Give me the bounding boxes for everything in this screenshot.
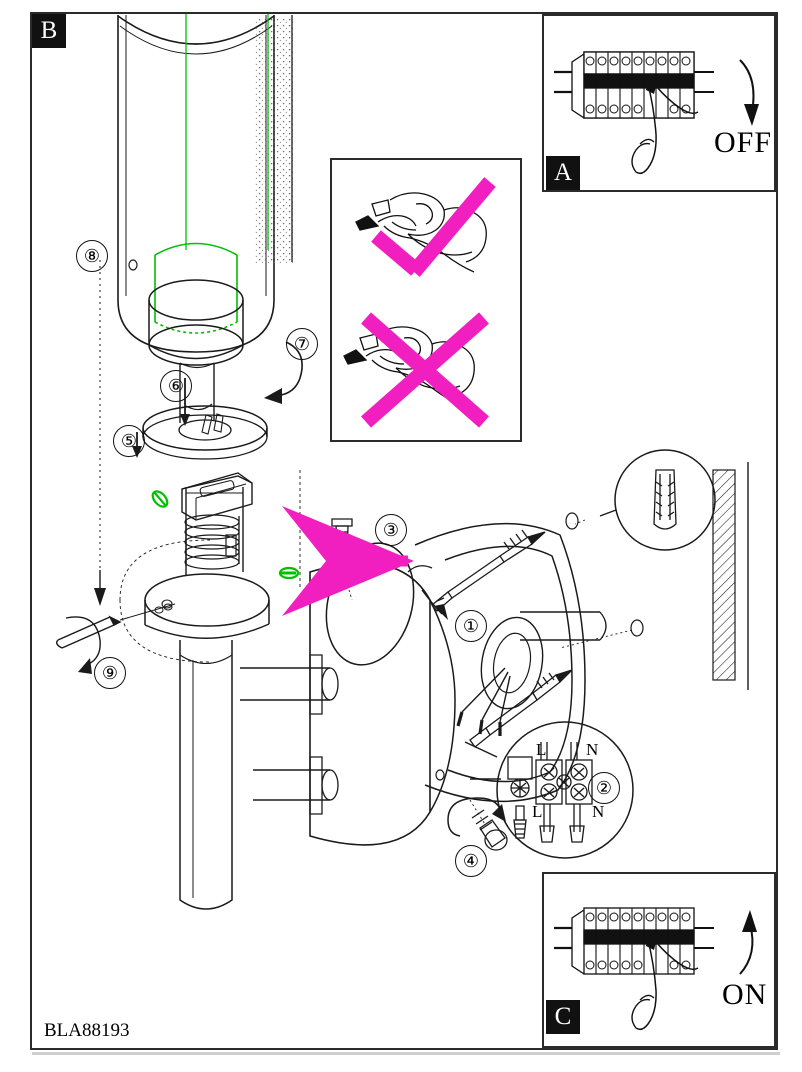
on-label: ON	[722, 978, 768, 1011]
cross-mark-icon	[361, 312, 489, 428]
page-frame-shadow	[32, 1052, 780, 1055]
step-9-callout: ⑨	[94, 657, 126, 689]
terminal-label-n-top: N	[586, 740, 599, 759]
terminal-label-l-bottom: L	[532, 802, 543, 821]
panel-handling-warning	[330, 158, 522, 442]
terminal-label-l-top: L	[536, 740, 547, 759]
step-1-callout: ①	[455, 610, 487, 642]
panel-label-a: A	[546, 156, 580, 190]
terminal-label-n-bottom: N	[592, 802, 605, 821]
check-mark-icon	[371, 177, 496, 277]
part-number: BLA88193	[44, 1020, 130, 1041]
panel-label-c: C	[546, 1000, 580, 1034]
breaker-off-diagram	[554, 51, 759, 175]
breaker-on-diagram	[554, 907, 757, 1031]
handling-warning-diagram	[343, 177, 496, 428]
step-4-callout: ④	[455, 845, 487, 877]
step-8-callout: ⑧	[76, 240, 108, 272]
step-6-callout: ⑥	[160, 370, 192, 402]
step-7-callout: ⑦	[286, 328, 318, 360]
panel-c-breaker-on: ON	[542, 872, 776, 1048]
step-2-callout: ②	[588, 772, 620, 804]
panel-label-b: B	[32, 14, 66, 48]
step-3-callout: ③	[375, 514, 407, 546]
off-label: OFF	[714, 126, 773, 159]
panel-a-breaker-off: OFF	[542, 14, 776, 192]
step-5-callout: ⑤	[113, 425, 145, 457]
